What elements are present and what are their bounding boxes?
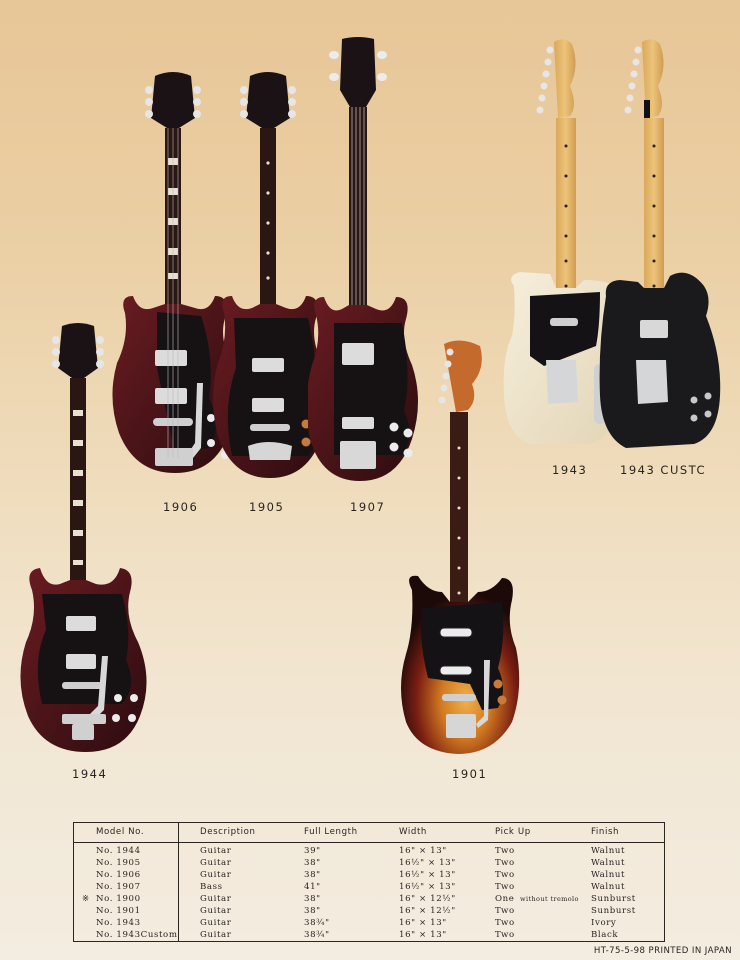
description-cell: Guitar xyxy=(200,894,232,904)
length-cell: 38" xyxy=(304,906,321,916)
model-cell: No. 1905 xyxy=(96,858,141,868)
row-marker: ※ xyxy=(82,894,90,904)
guitar-1944-illustration xyxy=(18,320,168,755)
table-column-divider xyxy=(178,823,179,941)
model-cell: No. 1900 xyxy=(96,894,141,904)
guitar-1905-illustration xyxy=(212,68,342,483)
length-cell: 38" xyxy=(304,894,321,904)
width-cell: 16" × 13" xyxy=(399,918,447,928)
length-cell: 38¾" xyxy=(304,930,330,940)
description-cell: Bass xyxy=(200,882,223,892)
guitar-1907-illustration xyxy=(308,35,438,485)
width-cell: 16½" × 13" xyxy=(399,858,456,868)
description-cell: Guitar xyxy=(200,846,232,856)
model-cell: No. 1943Custom xyxy=(96,930,178,940)
pickup-cell: Two xyxy=(495,918,515,928)
width-cell: 16" × 12½" xyxy=(399,906,456,916)
model-label-1943: 1943 xyxy=(552,463,588,477)
width-cell: 16½" × 13" xyxy=(399,882,456,892)
table-row: No. 1943Custom Guitar 38¾" 16" × 13" Two… xyxy=(74,930,664,942)
description-cell: Guitar xyxy=(200,930,232,940)
guitar-1943-illustration xyxy=(500,36,640,456)
finish-cell: Sunburst xyxy=(591,906,636,916)
width-cell: 16" × 12½" xyxy=(399,894,456,904)
table-row: No. 1943 Guitar 38¾" 16" × 13" Two Ivory xyxy=(74,918,664,930)
pickup-cell: Two xyxy=(495,846,515,856)
description-cell: Guitar xyxy=(200,870,232,880)
header-description: Description xyxy=(200,827,256,837)
finish-cell: Black xyxy=(591,930,619,940)
pickup-cell: Two xyxy=(495,858,515,868)
header-finish: Finish xyxy=(591,827,620,837)
model-cell: No. 1901 xyxy=(96,906,141,916)
finish-cell: Walnut xyxy=(591,846,626,856)
finish-cell: Ivory xyxy=(591,918,617,928)
pickup-note-cell: without tremolo xyxy=(520,895,579,903)
finish-cell: Walnut xyxy=(591,858,626,868)
table-row: ※ No. 1900 Guitar 38" 16" × 12½" One wit… xyxy=(74,894,664,906)
model-label-1905: 1905 xyxy=(249,500,285,514)
table-header-row: Model No. Description Full Length Width … xyxy=(74,823,664,843)
table-row: No. 1906 Guitar 38" 16½" × 13" Two Walnu… xyxy=(74,870,664,882)
table-row: No. 1901 Guitar 38" 16" × 12½" Two Sunbu… xyxy=(74,906,664,918)
description-cell: Guitar xyxy=(200,858,232,868)
model-label-1901: 1901 xyxy=(452,767,488,781)
description-cell: Guitar xyxy=(200,906,232,916)
header-model-no: Model No. xyxy=(96,827,145,837)
model-label-1943-custom: 1943 CUSTC xyxy=(620,463,707,477)
model-cell: No. 1907 xyxy=(96,882,141,892)
table-row: No. 1905 Guitar 38" 16½" × 13" Two Walnu… xyxy=(74,858,664,870)
guitar-1906-illustration xyxy=(105,68,245,478)
pickup-cell: Two xyxy=(495,870,515,880)
description-cell: Guitar xyxy=(200,918,232,928)
length-cell: 41" xyxy=(304,882,321,892)
header-width: Width xyxy=(399,827,427,837)
width-cell: 16½" × 13" xyxy=(399,870,456,880)
length-cell: 38" xyxy=(304,858,321,868)
width-cell: 16" × 13" xyxy=(399,930,447,940)
header-pick-up: Pick Up xyxy=(495,827,531,837)
model-label-1944: 1944 xyxy=(72,767,108,781)
pickup-cell: Two xyxy=(495,906,515,916)
length-cell: 38" xyxy=(304,870,321,880)
model-label-1906: 1906 xyxy=(163,500,199,514)
guitar-1943-custom-illustration xyxy=(598,36,728,456)
guitar-1901-illustration xyxy=(398,338,523,756)
width-cell: 16" × 13" xyxy=(399,846,447,856)
table-row: No. 1944 Guitar 39" 16" × 13" Two Walnut xyxy=(74,846,664,858)
model-cell: No. 1943 xyxy=(96,918,141,928)
model-cell: No. 1944 xyxy=(96,846,141,856)
length-cell: 38¾" xyxy=(304,918,330,928)
pickup-cell: Two xyxy=(495,882,515,892)
print-code-footer: HT-75-5-98 PRINTED IN JAPAN xyxy=(593,946,732,956)
model-label-1907: 1907 xyxy=(350,500,386,514)
header-full-length: Full Length xyxy=(304,827,358,837)
finish-cell: Sunburst xyxy=(591,894,636,904)
model-cell: No. 1906 xyxy=(96,870,141,880)
finish-cell: Walnut xyxy=(591,882,626,892)
length-cell: 39" xyxy=(304,846,321,856)
pickup-cell: Two xyxy=(495,930,515,940)
finish-cell: Walnut xyxy=(591,870,626,880)
pickup-cell: One xyxy=(495,894,515,904)
table-row: No. 1907 Bass 41" 16½" × 13" Two Walnut xyxy=(74,882,664,894)
spec-table: Model No. Description Full Length Width … xyxy=(73,822,665,942)
